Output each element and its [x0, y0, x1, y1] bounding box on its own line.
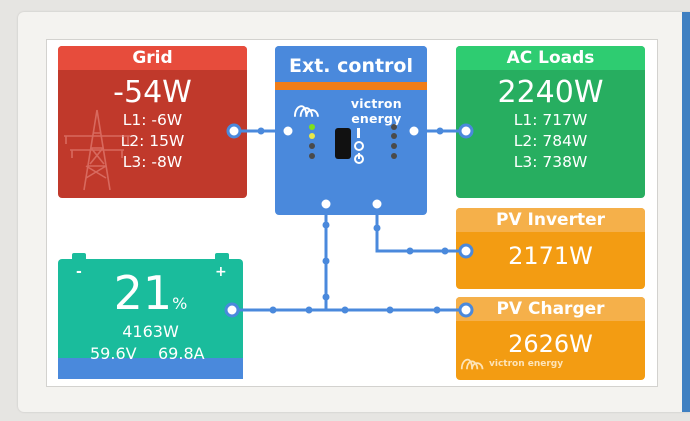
ac-loads-l2: L2: 784W	[513, 132, 588, 150]
pv-charger-brand-text: victron energy	[489, 359, 564, 369]
pv-inverter-power: 2171W	[508, 242, 593, 270]
pv-charger-logo: victron energy	[460, 357, 563, 371]
pv-inverter-title: PV Inverter	[456, 208, 645, 232]
pv-charger-title: PV Charger	[456, 297, 645, 321]
connector-pvinverter-in	[458, 243, 474, 259]
connector-acloads-in	[458, 123, 474, 139]
pv-inverter-tile[interactable]: PV Inverter 2171W	[456, 208, 645, 289]
ac-loads-tile[interactable]: AC Loads 2240W L1: 717W L2: 784W L3: 738…	[456, 46, 645, 198]
ac-loads-l1: L1: 717W	[513, 111, 588, 129]
battery-power: 4163W	[122, 322, 179, 341]
connector-ext-pv	[369, 196, 385, 212]
connector-ext-dc	[318, 196, 334, 212]
side-scroll-strip[interactable]	[682, 12, 690, 412]
grid-l1: L1: -6W	[122, 111, 183, 129]
battery-soc-value: 21	[113, 266, 173, 320]
battery-terminal-minus	[72, 253, 86, 260]
pv-charger-tile[interactable]: PV Charger 2626W victron energy	[456, 297, 645, 380]
victron-wave-icon	[460, 358, 484, 370]
connector-battery	[224, 302, 240, 318]
connector-ext-out	[406, 123, 422, 139]
battery-minus-label: -	[76, 264, 82, 280]
ac-loads-title: AC Loads	[456, 46, 645, 70]
battery-plus-label: +	[215, 264, 227, 280]
ext-control-tile[interactable]: Ext. control victron energy	[275, 46, 427, 215]
grid-title: Grid	[58, 46, 247, 70]
connector-pvcharger-in	[458, 302, 474, 318]
battery-terminal-plus	[215, 253, 229, 260]
connector-ext-in	[280, 123, 296, 139]
device-front-panel	[309, 124, 397, 164]
ac-loads-l3: L3: 738W	[513, 153, 588, 171]
battery-tile[interactable]: - + 21% 4163W 59.6V 69.8A	[58, 253, 243, 379]
connector-grid-out	[226, 123, 242, 139]
battery-soc: 21%	[58, 267, 243, 330]
accent-bar	[275, 82, 427, 90]
battery-base	[58, 358, 243, 379]
victron-wave-icon	[293, 105, 319, 117]
grid-power: -54W	[113, 75, 192, 110]
battery-current: 69.8A	[158, 344, 205, 363]
grid-tile[interactable]: Grid -54W L1: -6W L2: 15W L3: -8W	[58, 46, 247, 198]
victron-logo: victron energy	[293, 96, 427, 126]
battery-soc-unit: %	[172, 294, 188, 313]
battery-voltage: 59.6V	[90, 344, 137, 363]
ext-control-title: Ext. control	[275, 46, 427, 82]
grid-l3: L3: -8W	[122, 153, 183, 171]
power-tower-icon	[64, 109, 130, 191]
grid-l2: L2: 15W	[120, 132, 185, 150]
victron-brand-text: victron energy	[350, 96, 402, 126]
wire-ext-pvinverter	[375, 204, 466, 253]
ac-loads-power: 2240W	[497, 75, 604, 110]
pv-charger-power: 2626W	[508, 330, 593, 358]
